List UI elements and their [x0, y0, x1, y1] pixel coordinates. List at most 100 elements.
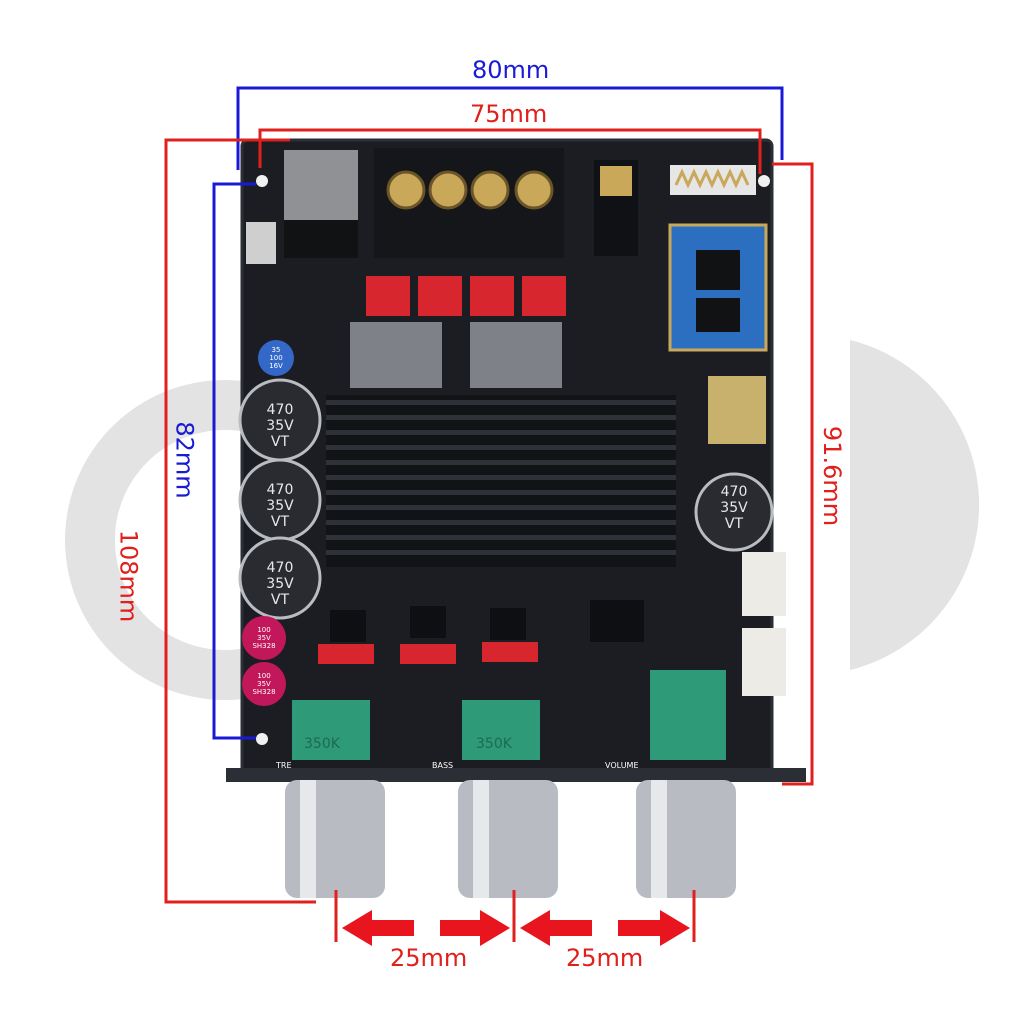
- label-pot-left: 350K: [304, 736, 341, 752]
- terminal-screw: [470, 170, 510, 210]
- cap-right-line1: 470: [721, 484, 748, 500]
- dimension-lines: [164, 86, 814, 942]
- heatsink-fin: [326, 550, 676, 555]
- dimension-arrow-icon: [440, 910, 510, 946]
- dim-line-top-inner: [258, 128, 762, 174]
- connector-upper: [742, 552, 786, 616]
- small-blue-cap-line2: 100: [269, 354, 282, 362]
- dim-line-top-outer: [236, 86, 784, 170]
- knob-treble: [285, 780, 385, 898]
- dim-line-right: [772, 162, 814, 786]
- cap1-line2: 35V: [266, 418, 294, 434]
- front-panel-bracket: [226, 768, 806, 782]
- heatsink-fin: [326, 505, 676, 510]
- label-bass: BASS: [432, 761, 453, 770]
- bluetooth-chip: [696, 250, 740, 290]
- small-red-capacitor-1: [242, 616, 286, 660]
- op-amp-chip: [330, 610, 366, 642]
- left-capacitor-column: [238, 340, 322, 706]
- cap2-line1: 470: [267, 482, 294, 498]
- heatsink-fin: [326, 475, 676, 480]
- knob-volume: [636, 780, 736, 898]
- dimension-arrow-icon: [342, 910, 414, 946]
- cap1-line1: 470: [267, 402, 294, 418]
- knob-highlight: [473, 780, 489, 898]
- film-capacitor: [522, 276, 566, 316]
- small-red-cap2-line1: 100: [257, 672, 270, 680]
- label-volume: VOLUME: [605, 761, 639, 770]
- label-treble: TRE: [275, 761, 292, 770]
- dim-label-knob-spacing-left: 25mm: [390, 944, 468, 972]
- terminal-screws: [386, 170, 554, 210]
- knob-bass: [458, 780, 558, 898]
- heatsink-fin: [326, 445, 676, 450]
- heatsink-fin: [326, 535, 676, 540]
- film-capacitor: [418, 276, 462, 316]
- film-capacitor: [366, 276, 410, 316]
- dimension-arrow-icon: [618, 910, 690, 946]
- small-red-cap1-line1: 100: [257, 626, 270, 634]
- dim-label-right: 91.6mm: [818, 425, 847, 527]
- label-pot-middle: 350K: [476, 736, 513, 752]
- knob-group: [285, 780, 736, 898]
- op-amp-chip: [490, 608, 526, 640]
- pot-volume: [650, 670, 726, 760]
- dim-label-left-inner: 82mm: [170, 421, 199, 499]
- relay-component: [708, 376, 766, 444]
- small-red-cap2-line3: SH328: [252, 688, 275, 696]
- dimension-arrows: [342, 910, 690, 946]
- small-blue-cap-line1: 35: [272, 346, 281, 354]
- cap3-line1: 470: [267, 560, 294, 576]
- mounting-hole-top-left: [256, 175, 268, 187]
- small-red-cap2-line2: 35V: [257, 680, 271, 688]
- cap2-line3: VT: [271, 514, 290, 530]
- pot-treble: [292, 700, 370, 760]
- terminal-screw: [514, 170, 554, 210]
- heatsink-fin: [326, 430, 676, 435]
- small-red-cap1-line2: 35V: [257, 634, 271, 642]
- connector-lower: [742, 628, 786, 696]
- potentiometers: [292, 670, 726, 760]
- output-inductors: [350, 322, 562, 388]
- electrolytic-capacitor-right: [694, 472, 774, 552]
- audio-jack-contact: [600, 166, 632, 196]
- dc-jack-base: [284, 220, 358, 258]
- film-capacitor-small: [318, 644, 374, 664]
- knob-highlight: [300, 780, 316, 898]
- cap-right-line2: 35V: [720, 500, 748, 516]
- cap3-line3: VT: [271, 592, 290, 608]
- dimension-arrow-icon: [520, 910, 592, 946]
- bluetooth-flash-chip: [696, 298, 740, 332]
- heatsink: [326, 395, 676, 567]
- film-capacitor-small: [400, 644, 456, 664]
- dim-line-left-outer: [164, 138, 316, 904]
- cap2-line2: 35V: [266, 498, 294, 514]
- small-blue-capacitor: [258, 340, 294, 376]
- small-red-cap1-line3: SH328: [252, 642, 275, 650]
- cap3-line2: 35V: [266, 576, 294, 592]
- inductor-right: [470, 322, 562, 388]
- dsp-chip: [590, 600, 644, 642]
- usb-port: [246, 222, 276, 264]
- dim-label-knob-spacing-right: 25mm: [566, 944, 644, 972]
- heatsink-fin: [326, 400, 676, 405]
- electrolytic-capacitor-3: [238, 536, 322, 620]
- inductor-left: [350, 322, 442, 388]
- pot-bass: [462, 700, 540, 760]
- heatsink-fin: [326, 520, 676, 525]
- tone-control-chips: [318, 600, 644, 664]
- heatsink-fin: [326, 490, 676, 495]
- mounting-hole-bottom-left: [256, 733, 268, 745]
- film-capacitors-top: [366, 276, 566, 316]
- mounting-hole-top-right: [758, 175, 770, 187]
- heatsink-fins: [326, 400, 676, 555]
- terminal-screw: [386, 170, 426, 210]
- small-blue-cap-line3: 16V: [269, 362, 283, 370]
- heatsink-fin: [326, 415, 676, 420]
- film-capacitor: [470, 276, 514, 316]
- cap-right-line3: VT: [725, 516, 744, 532]
- cap1-line3: VT: [271, 434, 290, 450]
- heatsink-fin: [326, 460, 676, 465]
